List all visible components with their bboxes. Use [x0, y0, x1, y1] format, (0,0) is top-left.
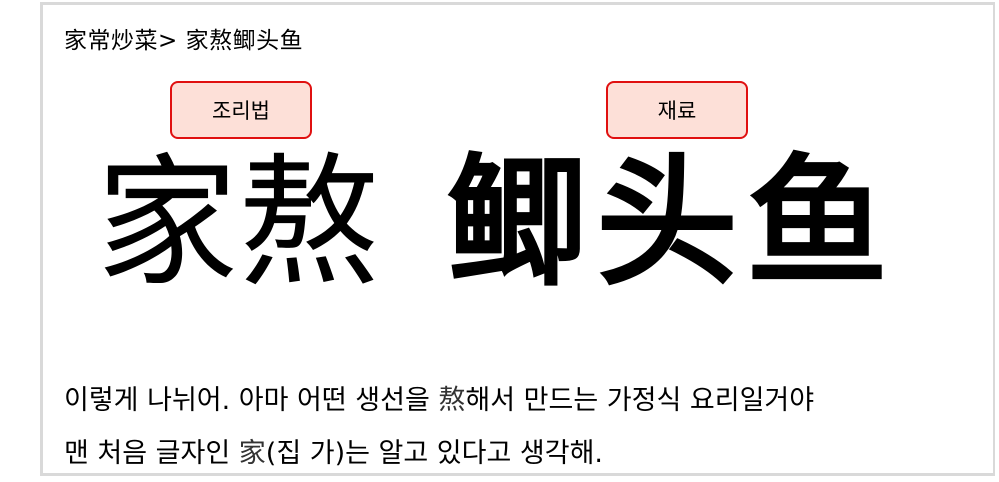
line2-text-after: (집 가)는 알고 있다고 생각해.: [265, 438, 604, 469]
ingredients-button-label: 재료: [657, 99, 697, 123]
breadcrumb-parent[interactable]: 家常炒菜: [64, 28, 158, 54]
line1-hanja: 熬: [438, 385, 466, 416]
dish-title-sans-part: 鲫头鱼: [446, 141, 896, 306]
explanation-line-1: 이렇게 나뉘어. 아마 어떤 생선을 熬해서 만드는 가정식 요리일거야: [64, 378, 814, 417]
breadcrumb-current: 家熬鲫头鱼: [185, 28, 304, 54]
line2-text-before: 맨 처음 글자인: [64, 438, 239, 469]
recipe-button-label: 조리법: [212, 99, 270, 123]
line1-text-after: 해서 만드는 가정식 요리일거야: [465, 385, 815, 416]
line1-text-before: 이렇게 나뉘어. 아마 어떤 생선을: [64, 385, 439, 416]
breadcrumb-separator: >: [158, 28, 178, 54]
line2-hanja: 家: [238, 438, 266, 469]
ingredients-button[interactable]: 재료: [606, 81, 748, 139]
breadcrumb: 家常炒菜> 家熬鲫头鱼: [64, 21, 303, 55]
explanation-line-2: 맨 처음 글자인 家(집 가)는 알고 있다고 생각해.: [64, 431, 603, 470]
dish-title-serif-part: 家熬: [96, 141, 380, 306]
recipe-button[interactable]: 조리법: [170, 81, 312, 139]
